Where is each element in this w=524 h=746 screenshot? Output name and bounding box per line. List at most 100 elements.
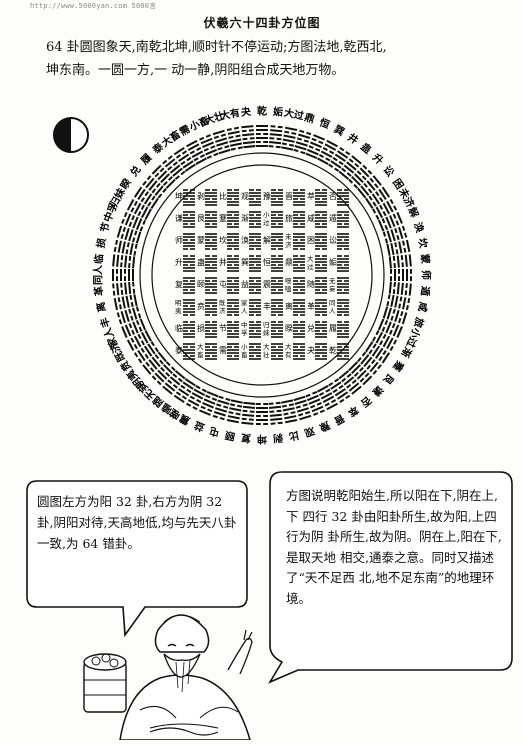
square-hexagram-label: 泰 bbox=[175, 345, 183, 355]
ring-hexagram-label: 谦 bbox=[370, 383, 386, 399]
ring-hexagram bbox=[293, 395, 312, 421]
square-hexagram-label: 未济 bbox=[285, 232, 292, 249]
left-speech-bubble: 圆图左方为阳 32 卦,右方为阴 32 卦,阴阳对待,天高地低,均与先天八卦一致… bbox=[25, 479, 250, 638]
square-hexagram bbox=[205, 255, 217, 272]
intro-line-1: 64 卦圆图象天,南乾北坤,顺时针不停运动;方图法地,乾西北, bbox=[46, 40, 387, 55]
square-hexagram-label: 蹇 bbox=[219, 213, 227, 223]
square-hexagram-label: 大过 bbox=[307, 254, 314, 271]
square-hexagram-label: 睽 bbox=[285, 324, 293, 333]
ring-hexagram-label: 大过 bbox=[283, 106, 305, 123]
square-hexagram bbox=[205, 321, 217, 338]
square-hexagram bbox=[315, 343, 327, 360]
square-hexagram-label: 颐 bbox=[197, 280, 205, 289]
ring-boundary bbox=[139, 152, 385, 398]
square-hexagram bbox=[249, 211, 261, 228]
square-hexagram bbox=[183, 299, 195, 316]
ring-hexagram bbox=[112, 254, 136, 269]
ring-hexagram-label: 丰 bbox=[97, 316, 112, 329]
ring-hexagram-label: 咸 bbox=[415, 301, 430, 313]
ring-hexagram bbox=[357, 351, 382, 375]
square-hexagram bbox=[227, 189, 239, 206]
hexagram-square: 坤剥比观豫晋萃否谦艮蹇渐小过旅咸遁师蒙坎涣解未济困讼升蛊井巽恒鼎大过姤复颐屯益震… bbox=[175, 189, 349, 360]
sage-illustration bbox=[83, 614, 253, 740]
square-hexagram bbox=[337, 277, 349, 294]
ring-boundary bbox=[151, 164, 373, 386]
square-hexagram-label: 蒙 bbox=[197, 235, 205, 245]
square-hexagram-label: 讼 bbox=[329, 235, 337, 245]
ring-hexagram-label: 讼 bbox=[381, 163, 397, 179]
square-hexagram bbox=[315, 211, 327, 228]
ring-hexagram bbox=[226, 399, 243, 424]
square-hexagram bbox=[183, 189, 195, 206]
ring-hexagram bbox=[382, 225, 408, 244]
square-hexagram bbox=[249, 277, 261, 294]
ring-hexagram-label: 履 bbox=[138, 152, 154, 168]
square-hexagram bbox=[337, 233, 349, 250]
square-hexagram-label: 大有 bbox=[285, 342, 292, 359]
ring-hexagram-label: 晋 bbox=[332, 412, 346, 427]
ring-hexagram bbox=[328, 146, 351, 172]
hexagram-diagram: 坤复颐屯益震噬嗑随无妄明夷贲既济家人丰离革同人临损节中孚归妹睽兑履泰大畜需小畜大… bbox=[84, 97, 440, 453]
ring-hexagram bbox=[365, 341, 391, 364]
square-hexagram bbox=[293, 255, 305, 272]
square-hexagram-label: 临 bbox=[175, 323, 183, 333]
ring-hexagram bbox=[133, 341, 159, 364]
ring-hexagram bbox=[126, 330, 152, 352]
ring-hexagram-label: 旅 bbox=[411, 316, 426, 329]
square-hexagram bbox=[293, 233, 305, 250]
ring-hexagram bbox=[377, 318, 403, 338]
right-bubble-text: 方图说明乾阳始生,所以阳在下,阴在上,下 四行 32 卦由阳卦所生,故为阳,上四… bbox=[286, 488, 502, 606]
ring-hexagram-label: 离 bbox=[94, 301, 109, 313]
square-hexagram bbox=[315, 299, 327, 316]
square-hexagram bbox=[337, 255, 349, 272]
square-hexagram-label: 观 bbox=[241, 192, 249, 201]
ring-hexagram bbox=[185, 139, 207, 165]
ring-hexagram bbox=[357, 175, 382, 199]
square-hexagram-label: 遁 bbox=[329, 213, 337, 223]
square-hexagram bbox=[337, 343, 349, 360]
square-hexagram-label: 井 bbox=[219, 257, 227, 267]
ring-hexagram bbox=[386, 294, 411, 311]
square-hexagram bbox=[183, 233, 195, 250]
square-hexagram-label: 离 bbox=[285, 301, 293, 311]
ring-hexagram-label: 鼎 bbox=[303, 111, 316, 125]
square-hexagram bbox=[227, 211, 239, 228]
square-hexagram bbox=[271, 255, 283, 272]
ring-hexagram-label: 屯 bbox=[208, 424, 221, 439]
ring-hexagram bbox=[281, 399, 298, 424]
ring-hexagram bbox=[116, 306, 142, 325]
top-note: http://www.5000yan.com 5000言 bbox=[30, 2, 157, 10]
square-hexagram-label: 小过 bbox=[263, 210, 270, 227]
square-hexagram-label: 归妹 bbox=[263, 320, 270, 337]
ring-hexagram-label: 同人 bbox=[92, 264, 105, 285]
square-hexagram bbox=[315, 233, 327, 250]
ring-hexagram bbox=[338, 155, 362, 180]
ring-hexagram bbox=[112, 269, 134, 281]
ring-hexagram-label: 乾 bbox=[257, 105, 267, 118]
ring-hexagram bbox=[142, 175, 167, 199]
square-hexagram-label: 艮 bbox=[197, 214, 205, 223]
square-hexagram bbox=[205, 277, 217, 294]
square-hexagram-label: 升 bbox=[175, 258, 183, 267]
ring-boundary bbox=[84, 97, 440, 453]
ring-hexagram bbox=[151, 361, 176, 386]
ring-hexagram bbox=[199, 390, 219, 416]
ring-hexagram bbox=[372, 330, 398, 352]
ring-hexagram bbox=[268, 401, 283, 425]
ring-hexagram bbox=[390, 269, 412, 281]
square-hexagram-label: 明夷 bbox=[175, 299, 182, 315]
square-hexagram bbox=[227, 277, 239, 294]
square-hexagram-label: 坎 bbox=[219, 235, 227, 245]
ring-hexagram bbox=[113, 239, 138, 256]
ring-hexagram bbox=[382, 306, 408, 325]
ring-hexagram bbox=[256, 403, 268, 425]
square-hexagram-label: 咸 bbox=[307, 213, 315, 223]
square-hexagram bbox=[293, 189, 305, 206]
square-hexagram bbox=[205, 211, 217, 228]
ring-hexagram-label: 需 bbox=[178, 123, 192, 138]
square-hexagram bbox=[293, 343, 305, 360]
ring-hexagram-label: 大有 bbox=[219, 106, 241, 123]
square-hexagram bbox=[271, 189, 283, 206]
square-hexagram-label: 谦 bbox=[175, 213, 183, 223]
